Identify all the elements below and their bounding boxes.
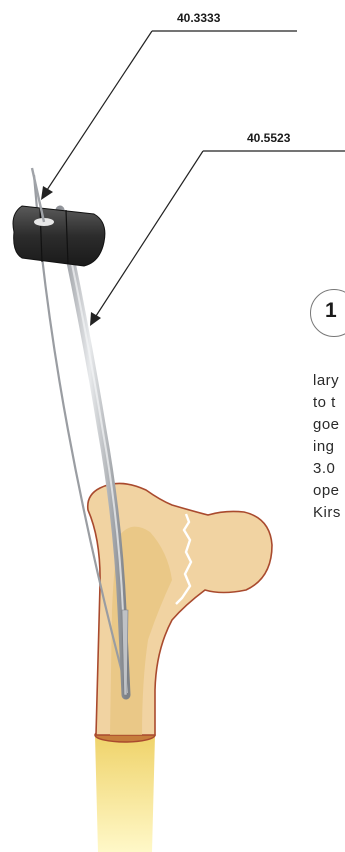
instruction-line: 3.0 (313, 458, 345, 480)
callout-label-guide-wire: 40.3333 (177, 11, 220, 25)
instruction-line: Kirs (313, 502, 345, 524)
instruction-line: ope (313, 480, 345, 502)
leader-line-1 (47, 31, 297, 190)
leader-arrow-1 (41, 186, 53, 200)
t-handle (13, 206, 105, 266)
instruction-line: ing (313, 436, 345, 458)
callout-label-reaming-rod: 40.5523 (247, 131, 290, 145)
instruction-line: goe (313, 414, 345, 436)
instruction-line: to t (313, 392, 345, 414)
step-number: 1 (325, 299, 337, 323)
instruction-text: lary to t goe ing 3.0 ope Kirs (313, 370, 345, 524)
leader-arrow-2 (90, 312, 101, 326)
instruction-line: lary (313, 370, 345, 392)
leader-line-2 (96, 151, 345, 316)
femur-shaft-distal (95, 735, 155, 852)
